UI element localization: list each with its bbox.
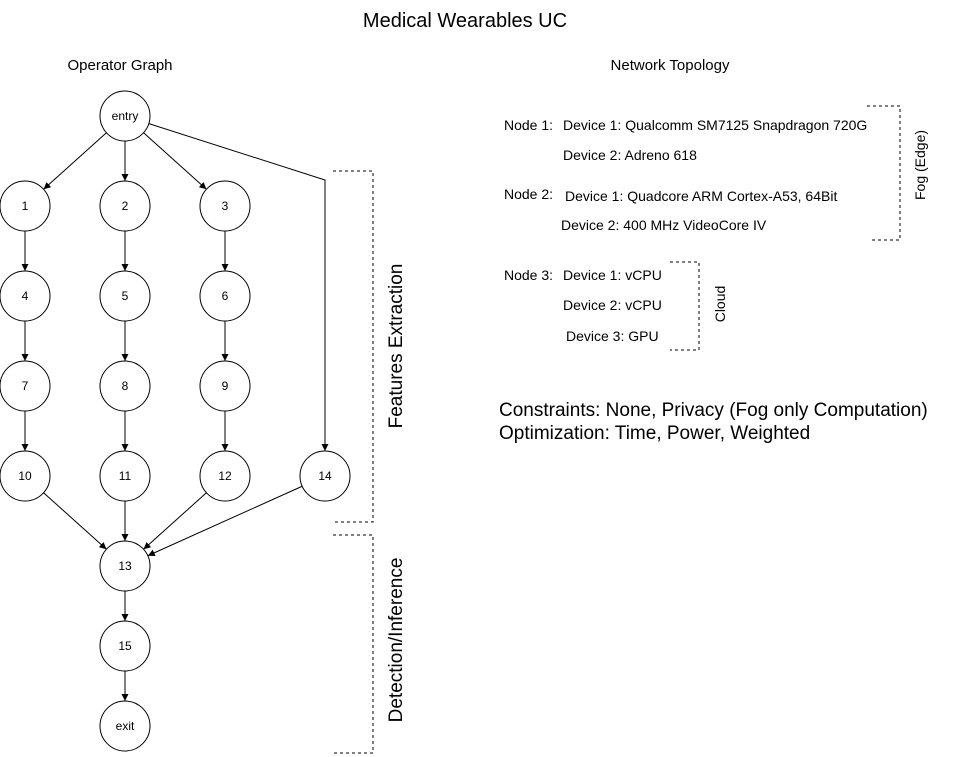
graph-node-label: 10 <box>18 469 32 483</box>
node-1-device-1: Device 1: Qualcomm SM7125 Snapdragon 720… <box>563 117 867 133</box>
graph-node-5: 5 <box>99 270 151 322</box>
graph-node-6: 6 <box>199 270 251 322</box>
graph-node-label: 7 <box>22 379 29 393</box>
graph-node-8: 8 <box>99 360 151 412</box>
graph-node-label: entry <box>112 109 139 123</box>
edge-n14-n13 <box>147 485 303 557</box>
operator-graph-label: Operator Graph <box>67 57 172 74</box>
graph-node-9: 9 <box>199 360 251 412</box>
graph-node-label: 4 <box>22 289 29 303</box>
node-3-device-2: Device 2: vCPU <box>563 297 662 313</box>
edge-n10-n13 <box>43 492 107 550</box>
graph-node-entry: entry <box>99 90 151 142</box>
graph-node-3: 3 <box>199 180 251 232</box>
graph-node-10: 10 <box>0 450 51 502</box>
edge-entry-n14 <box>148 123 329 451</box>
graph-node-label: 11 <box>119 469 132 483</box>
graph-node-7: 7 <box>0 360 51 412</box>
fog-edge-label: Fog (Edge) <box>912 130 928 200</box>
node-1-device-2: Device 2: Adreno 618 <box>563 147 697 163</box>
node-1-label: Node 1: <box>504 117 553 133</box>
node-2-device-1: Device 1: Quadcore ARM Cortex-A53, 64Bit <box>565 188 837 204</box>
graph-node-15: 15 <box>99 620 151 672</box>
graph-node-13: 13 <box>99 540 151 592</box>
graph-node-1: 1 <box>0 180 51 232</box>
graph-node-14: 14 <box>299 450 351 502</box>
node-3-device-3: Device 3: GPU <box>566 328 659 344</box>
graph-node-11: 11 <box>99 450 151 502</box>
graph-node-label: 9 <box>222 379 229 393</box>
node-2-device-2: Device 2: 400 MHz VideoCore IV <box>561 217 767 233</box>
graph-node-2: 2 <box>99 180 151 232</box>
detection-inference-bracket <box>333 534 374 754</box>
graph-node-4: 4 <box>0 270 51 322</box>
graph-edges <box>21 123 329 701</box>
node-3-label: Node 3: <box>504 267 553 283</box>
graph-node-label: 14 <box>318 469 332 483</box>
node-3-device-1: Device 1: vCPU <box>563 267 662 283</box>
cloud-label: Cloud <box>712 286 728 323</box>
graph-node-label: 5 <box>122 289 129 303</box>
network-topology-label: Network Topology <box>611 57 730 74</box>
graph-node-label: 13 <box>118 559 132 573</box>
fog-edge-bracket <box>867 105 901 241</box>
graph-node-label: 8 <box>122 379 129 393</box>
edge-entry-n1 <box>43 132 107 190</box>
edge-n12-n13 <box>143 492 207 550</box>
graph-node-12: 12 <box>199 450 251 502</box>
graph-node-label: 1 <box>22 199 29 213</box>
graph-node-label: 2 <box>122 199 129 213</box>
detection-inference-label: Detection/Inference <box>386 558 407 723</box>
graph-node-label: exit <box>116 719 135 733</box>
graph-node-label: 3 <box>222 199 229 213</box>
features-extraction-bracket <box>333 170 374 523</box>
optimization-text: Optimization: Time, Power, Weighted <box>499 423 810 444</box>
node-2-label: Node 2: <box>504 186 553 202</box>
graph-node-exit: exit <box>99 700 151 752</box>
diagram-title: Medical Wearables UC <box>363 10 567 32</box>
edge-entry-n3 <box>143 132 207 190</box>
features-extraction-label: Features Extraction <box>386 264 407 429</box>
constraints-text: Constraints: None, Privacy (Fog only Com… <box>499 400 928 421</box>
graph-nodes: entry 1 2 3 4 5 6 7 8 9 10 11 12 14 13 1… <box>0 90 351 752</box>
graph-node-label: 12 <box>218 469 232 483</box>
graph-node-label: 15 <box>118 639 132 653</box>
cloud-bracket <box>670 261 700 351</box>
graph-node-label: 6 <box>222 289 229 303</box>
